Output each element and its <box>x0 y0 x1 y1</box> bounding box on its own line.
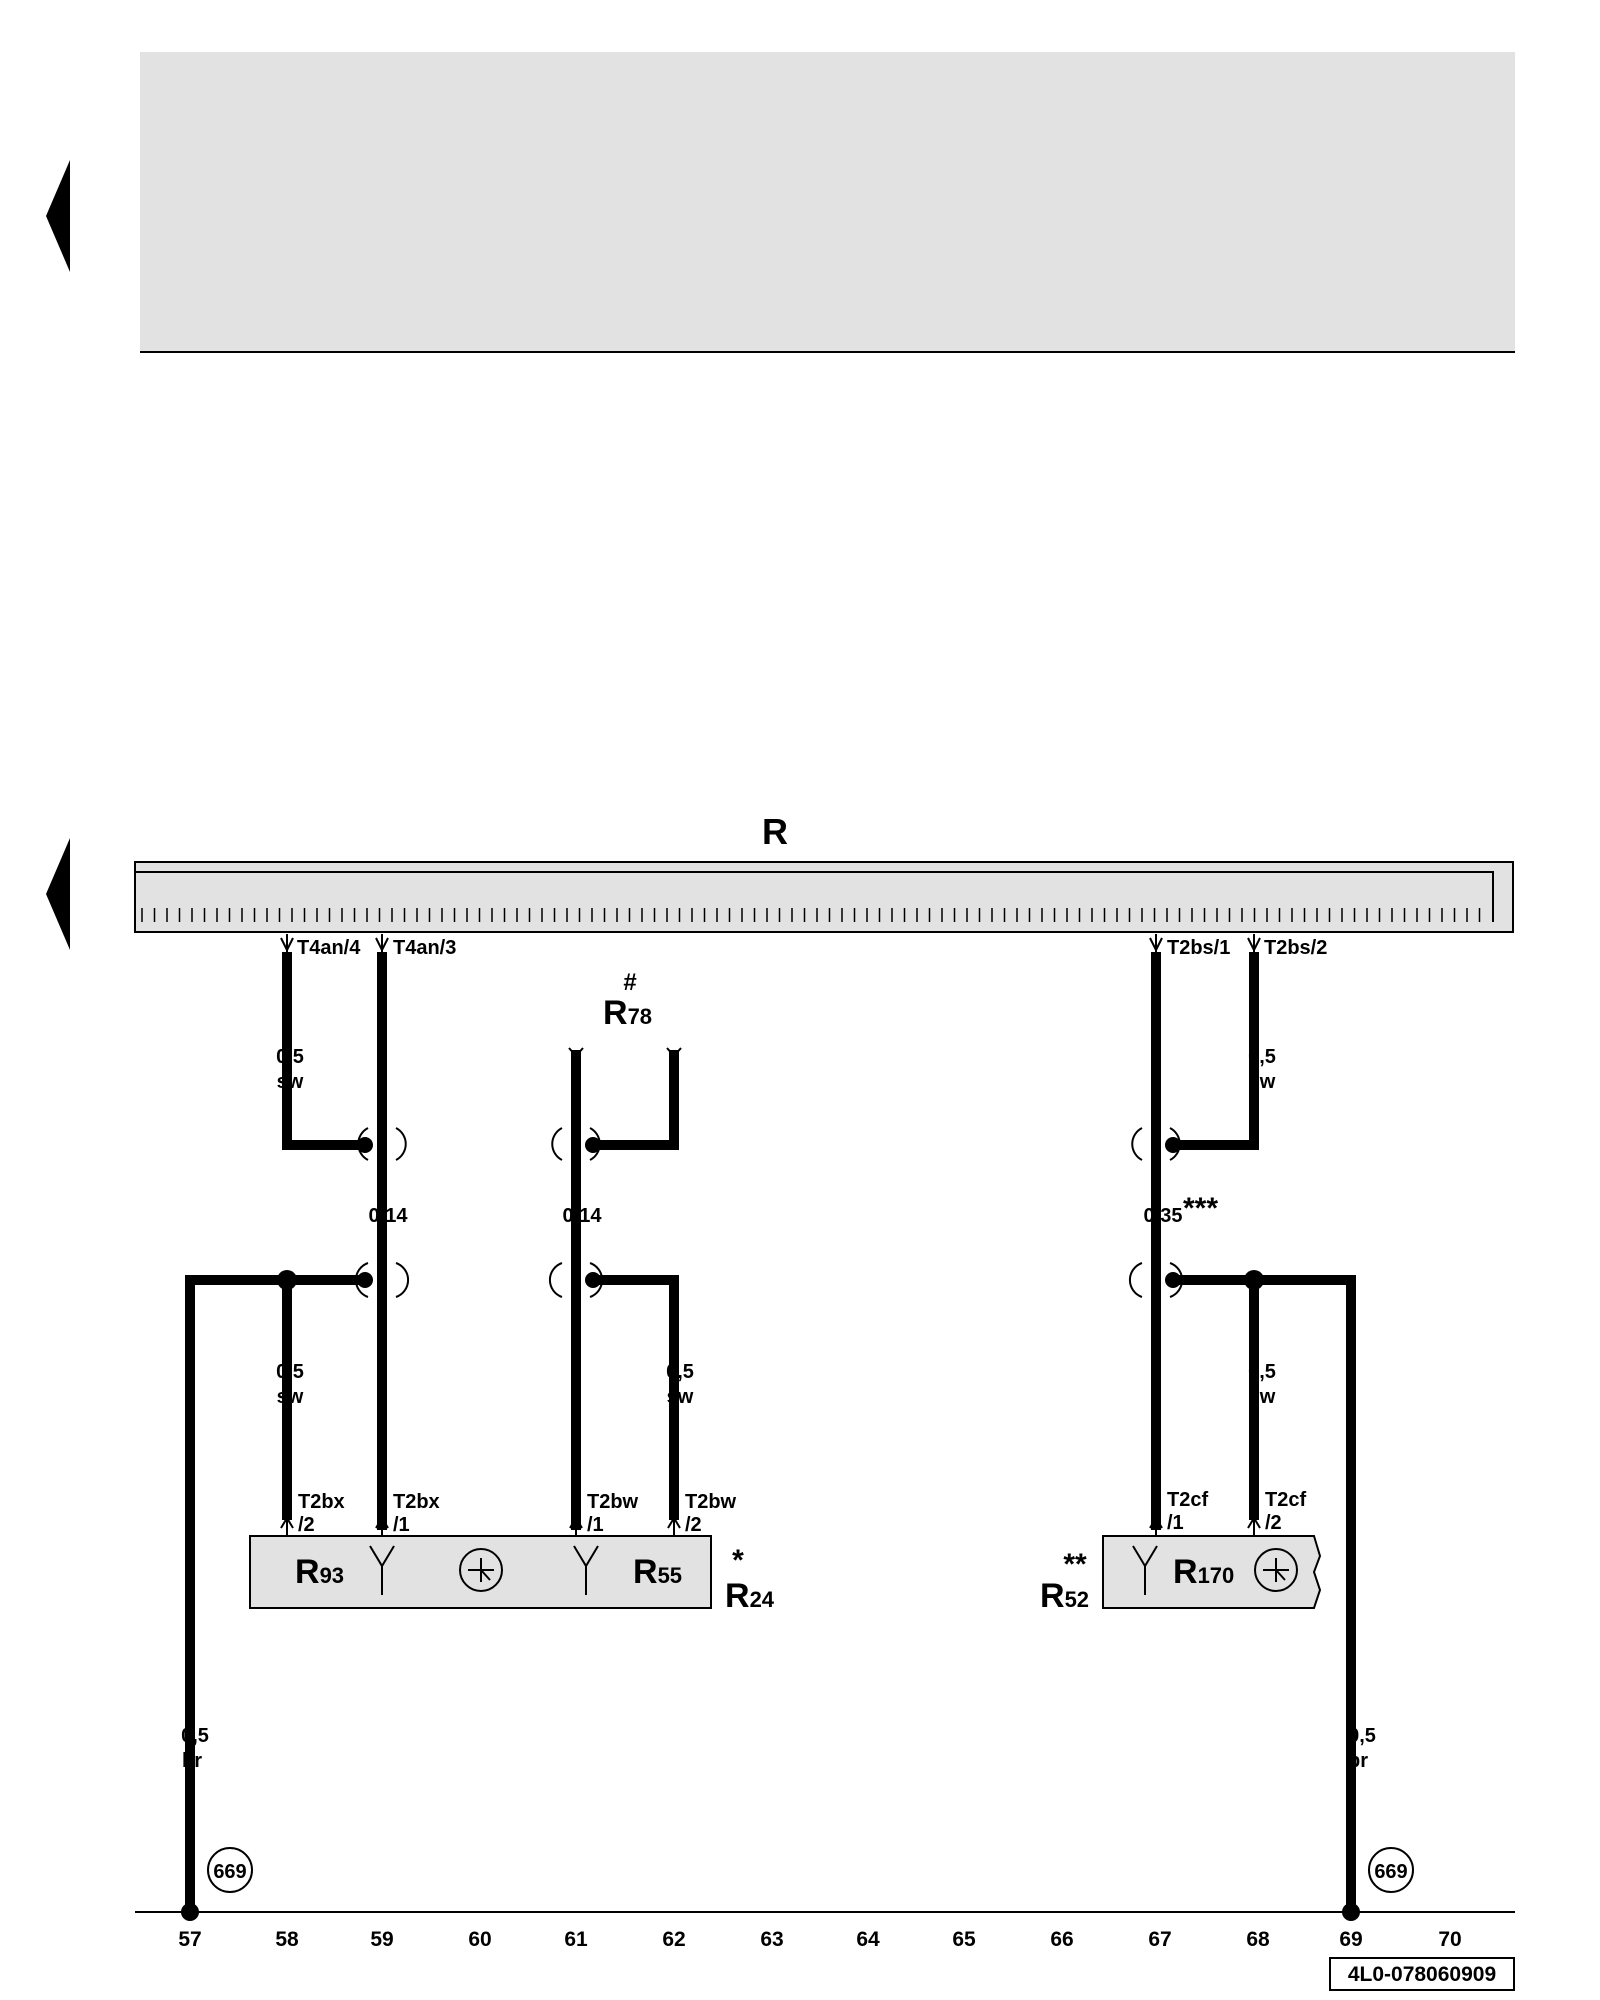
svg-text:/2: /2 <box>1265 1512 1282 1534</box>
component-r55-label: R55 <box>633 1553 682 1591</box>
track-number: 57 <box>178 1928 201 1951</box>
svg-text:T2bw: T2bw <box>587 1491 639 1513</box>
svg-text:T2cf: T2cf <box>1167 1489 1208 1511</box>
svg-text:T2bx: T2bx <box>298 1491 345 1513</box>
track-number: 65 <box>952 1928 976 1951</box>
svg-text:0,5: 0,5 <box>1248 1361 1276 1383</box>
svg-text:R24: R24 <box>725 1577 775 1615</box>
wires <box>185 952 1356 1912</box>
component-r24-label: * R24 <box>725 1544 775 1615</box>
ground-reference: 669 <box>207 1847 253 1893</box>
connector-label: T2bs/2 <box>1264 937 1327 959</box>
top-pins <box>280 934 1261 953</box>
svg-text:sw: sw <box>667 1386 694 1408</box>
track-number: 68 <box>1246 1928 1270 1951</box>
component-r52: R170 <box>1102 1535 1322 1609</box>
svg-text:***: *** <box>1183 1192 1218 1225</box>
amplifier-icon <box>459 1548 503 1592</box>
svg-text:sw: sw <box>277 1386 304 1408</box>
svg-text:R78: R78 <box>603 994 652 1032</box>
nav-left-arrow-icon[interactable] <box>46 838 70 950</box>
bottom-connector-labels: T2bx /2 T2bx /1 T2bw /1 T2bw /2 T2cf /1 … <box>298 1489 1306 1536</box>
connector-label: T2bs/1 <box>1167 937 1230 959</box>
shield-crossings <box>354 1127 1184 1298</box>
svg-text:sw: sw <box>1249 1386 1276 1408</box>
track-number: 60 <box>468 1928 491 1951</box>
svg-text:T2cf: T2cf <box>1265 1489 1306 1511</box>
track-number: 67 <box>1148 1928 1171 1951</box>
bottom-pins <box>280 1516 1261 1536</box>
svg-text:669: 669 <box>213 1861 246 1883</box>
connector-label: T4an/4 <box>297 937 361 959</box>
component-r24: R93 R55 <box>249 1535 712 1609</box>
track-numbers: 57 58 59 60 61 62 63 64 65 66 67 68 69 70 <box>178 1928 1461 1951</box>
svg-text:0,5: 0,5 <box>181 1725 209 1747</box>
connector-label: T4an/3 <box>393 937 456 959</box>
svg-text:4L0-078060909: 4L0-078060909 <box>1348 1963 1496 1986</box>
svg-text:0,14: 0,14 <box>563 1205 603 1227</box>
header-panel <box>140 52 1515 353</box>
doc-code: 4L0-078060909 <box>1329 1957 1515 1991</box>
svg-text:/1: /1 <box>587 1514 604 1536</box>
nav-left-arrow-icon[interactable] <box>46 160 70 272</box>
svg-text:0,35: 0,35 <box>1144 1205 1183 1227</box>
component-r-scale <box>141 908 1481 922</box>
component-r170-label: R170 <box>1173 1553 1234 1591</box>
svg-text:br: br <box>182 1750 202 1772</box>
svg-text:R52: R52 <box>1040 1577 1089 1615</box>
track-number: 69 <box>1339 1928 1362 1951</box>
r78-label: # R78 <box>603 969 652 1032</box>
svg-text:T2bw: T2bw <box>685 1491 737 1513</box>
svg-text:/1: /1 <box>393 1514 410 1536</box>
track-number: 61 <box>564 1928 588 1951</box>
svg-text:0,5: 0,5 <box>666 1361 694 1383</box>
antenna-icon <box>1132 1545 1158 1595</box>
svg-text:0,5: 0,5 <box>276 1361 304 1383</box>
component-r-bar <box>134 861 1514 933</box>
track-number: 59 <box>370 1928 393 1951</box>
svg-text:sw: sw <box>277 1071 304 1093</box>
splice-points <box>181 1137 1360 1921</box>
svg-text:T2bx: T2bx <box>393 1491 440 1513</box>
track-number: 66 <box>1050 1928 1073 1951</box>
antenna-icon <box>573 1545 599 1595</box>
amplifier-icon <box>1254 1548 1298 1592</box>
wire-spec-labels: 0,5 sw 0,5 sw 0,5 sw 0,5 sw 0,5 sw 0,5 b… <box>181 1046 1376 1772</box>
antenna-icon <box>369 1545 395 1595</box>
component-r-label: R <box>762 811 788 852</box>
svg-text:/2: /2 <box>298 1514 315 1536</box>
svg-text:**: ** <box>1063 1548 1087 1581</box>
svg-text:669: 669 <box>1374 1861 1407 1883</box>
track-number: 62 <box>662 1928 685 1951</box>
component-r52-label: ** R52 <box>1040 1548 1089 1615</box>
svg-text:0,14: 0,14 <box>369 1205 409 1227</box>
track-number: 63 <box>760 1928 783 1951</box>
svg-text:0,5: 0,5 <box>1348 1725 1376 1747</box>
track-number: 58 <box>275 1928 299 1951</box>
track-number: 70 <box>1438 1928 1461 1951</box>
cross-section-labels: 0,14 0,14 0,35 *** <box>369 1192 1219 1227</box>
track-number: 64 <box>856 1928 880 1951</box>
component-r93-label: R93 <box>295 1553 344 1591</box>
svg-text:0,5: 0,5 <box>1248 1046 1276 1068</box>
svg-text:sw: sw <box>1249 1071 1276 1093</box>
svg-text:#: # <box>623 969 636 996</box>
svg-text:0,5: 0,5 <box>276 1046 304 1068</box>
svg-text:/2: /2 <box>685 1514 702 1536</box>
svg-text:/1: /1 <box>1167 1512 1184 1534</box>
ground-reference: 669 <box>1368 1847 1414 1893</box>
r78-connector-ends <box>568 1047 682 1058</box>
svg-text:*: * <box>732 1544 744 1577</box>
svg-text:br: br <box>1348 1750 1368 1772</box>
